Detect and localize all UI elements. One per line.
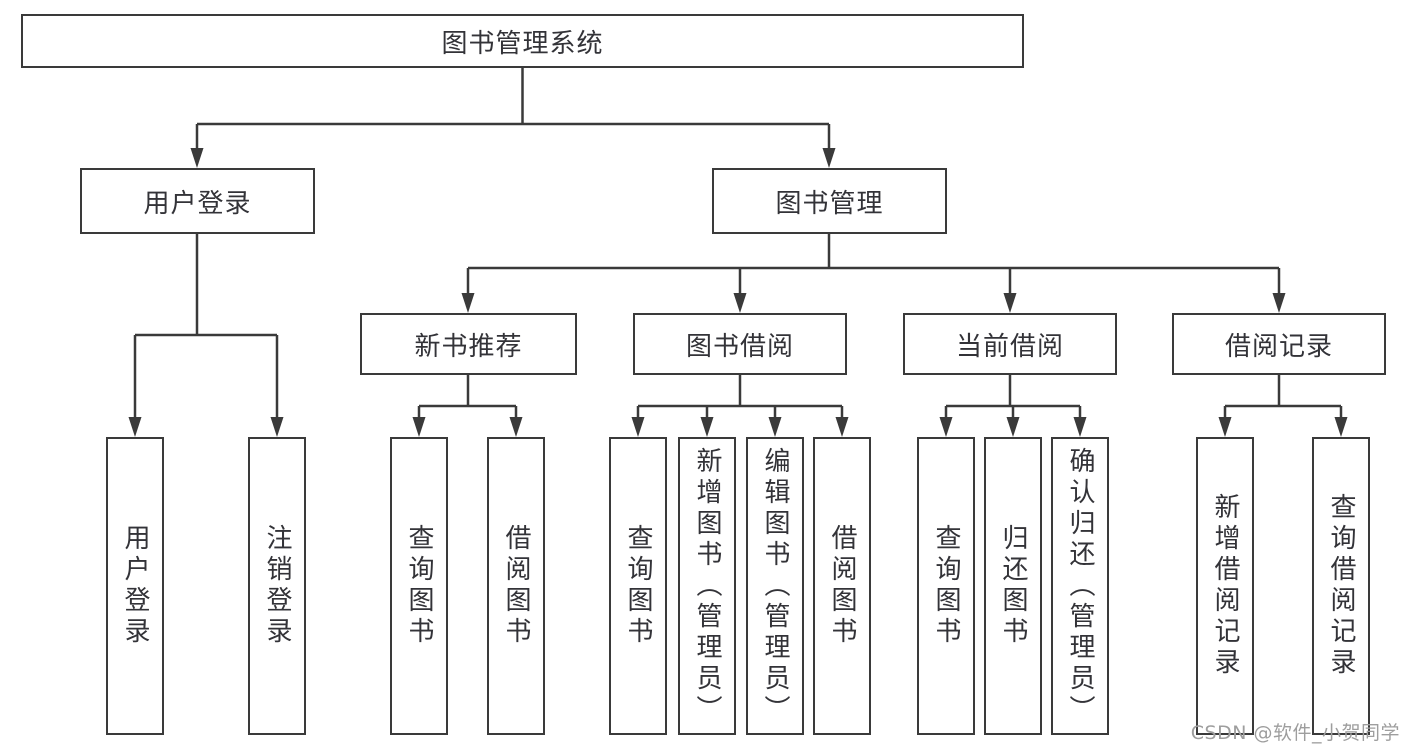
- node-label: 当前借阅: [955, 331, 1064, 362]
- node-label: 借阅记录: [1224, 331, 1333, 362]
- watermark-text: CSDN @软件_小贺同学: [1190, 722, 1400, 744]
- leaf-label: 查询图书: [623, 524, 653, 648]
- leaf-label: 编辑图书（管理员）: [760, 446, 790, 726]
- leaf-label: 查询图书: [404, 524, 434, 648]
- leaf-query-borrow-record: 查询借阅记录: [1312, 437, 1370, 735]
- leaf-label: 归还图书: [998, 524, 1028, 648]
- node-borrowing-records: 借阅记录: [1172, 313, 1386, 375]
- leaf-label: 确认归还（管理员）: [1065, 446, 1095, 726]
- node-label: 图书管理系统: [441, 28, 604, 59]
- leaf-confirm-return-admin: 确认归还（管理员）: [1051, 437, 1109, 735]
- leaf-label: 新增图书（管理员）: [692, 446, 722, 726]
- leaf-logout: 注销登录: [248, 437, 306, 735]
- leaf-label: 新增借阅记录: [1210, 493, 1240, 679]
- leaf-query-books-borrowing: 查询图书: [609, 437, 667, 735]
- node-label: 图书借阅: [685, 331, 794, 362]
- arrowheads: [128, 148, 1348, 437]
- leaf-query-books-recommend: 查询图书: [390, 437, 448, 735]
- leaf-user-login: 用户登录: [106, 437, 164, 735]
- leaf-query-books-current: 查询图书: [917, 437, 975, 735]
- leaf-label: 用户登录: [120, 524, 150, 648]
- leaf-edit-books-admin: 编辑图书（管理员）: [746, 437, 804, 735]
- leaf-add-borrow-record: 新增借阅记录: [1196, 437, 1254, 735]
- node-user-login: 用户登录: [80, 168, 315, 234]
- node-label: 用户登录: [143, 188, 252, 219]
- node-book-management: 图书管理: [712, 168, 947, 234]
- leaf-label: 借阅图书: [501, 524, 531, 648]
- leaf-label: 注销登录: [262, 524, 292, 648]
- node-current-borrowing: 当前借阅: [903, 313, 1117, 375]
- node-book-borrowing: 图书借阅: [633, 313, 847, 375]
- leaf-borrow-books-recommend: 借阅图书: [487, 437, 545, 735]
- node-new-book-recommend: 新书推荐: [360, 313, 577, 375]
- node-root-system: 图书管理系统: [21, 14, 1024, 68]
- leaf-borrow-books: 借阅图书: [813, 437, 871, 735]
- leaf-add-books-admin: 新增图书（管理员）: [678, 437, 736, 735]
- node-label: 图书管理: [775, 188, 884, 219]
- leaf-label: 借阅图书: [827, 524, 857, 648]
- leaf-label: 查询图书: [931, 524, 961, 648]
- leaf-return-books: 归还图书: [984, 437, 1042, 735]
- node-label: 新书推荐: [414, 331, 523, 362]
- leaf-label: 查询借阅记录: [1326, 493, 1356, 679]
